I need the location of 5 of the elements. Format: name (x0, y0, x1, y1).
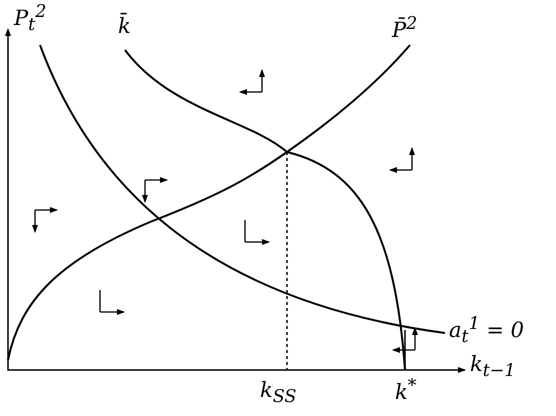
curve-label: P̄$^{2}$ (392, 16, 418, 41)
tick-label: k$^{*}$ (395, 378, 416, 403)
tick-label: k$_{SS}$ (260, 380, 296, 407)
axis-label: k$_{t−1}$ (470, 354, 516, 381)
curve-label: a$_{t}$$^{1}$ = 0 (449, 316, 524, 347)
